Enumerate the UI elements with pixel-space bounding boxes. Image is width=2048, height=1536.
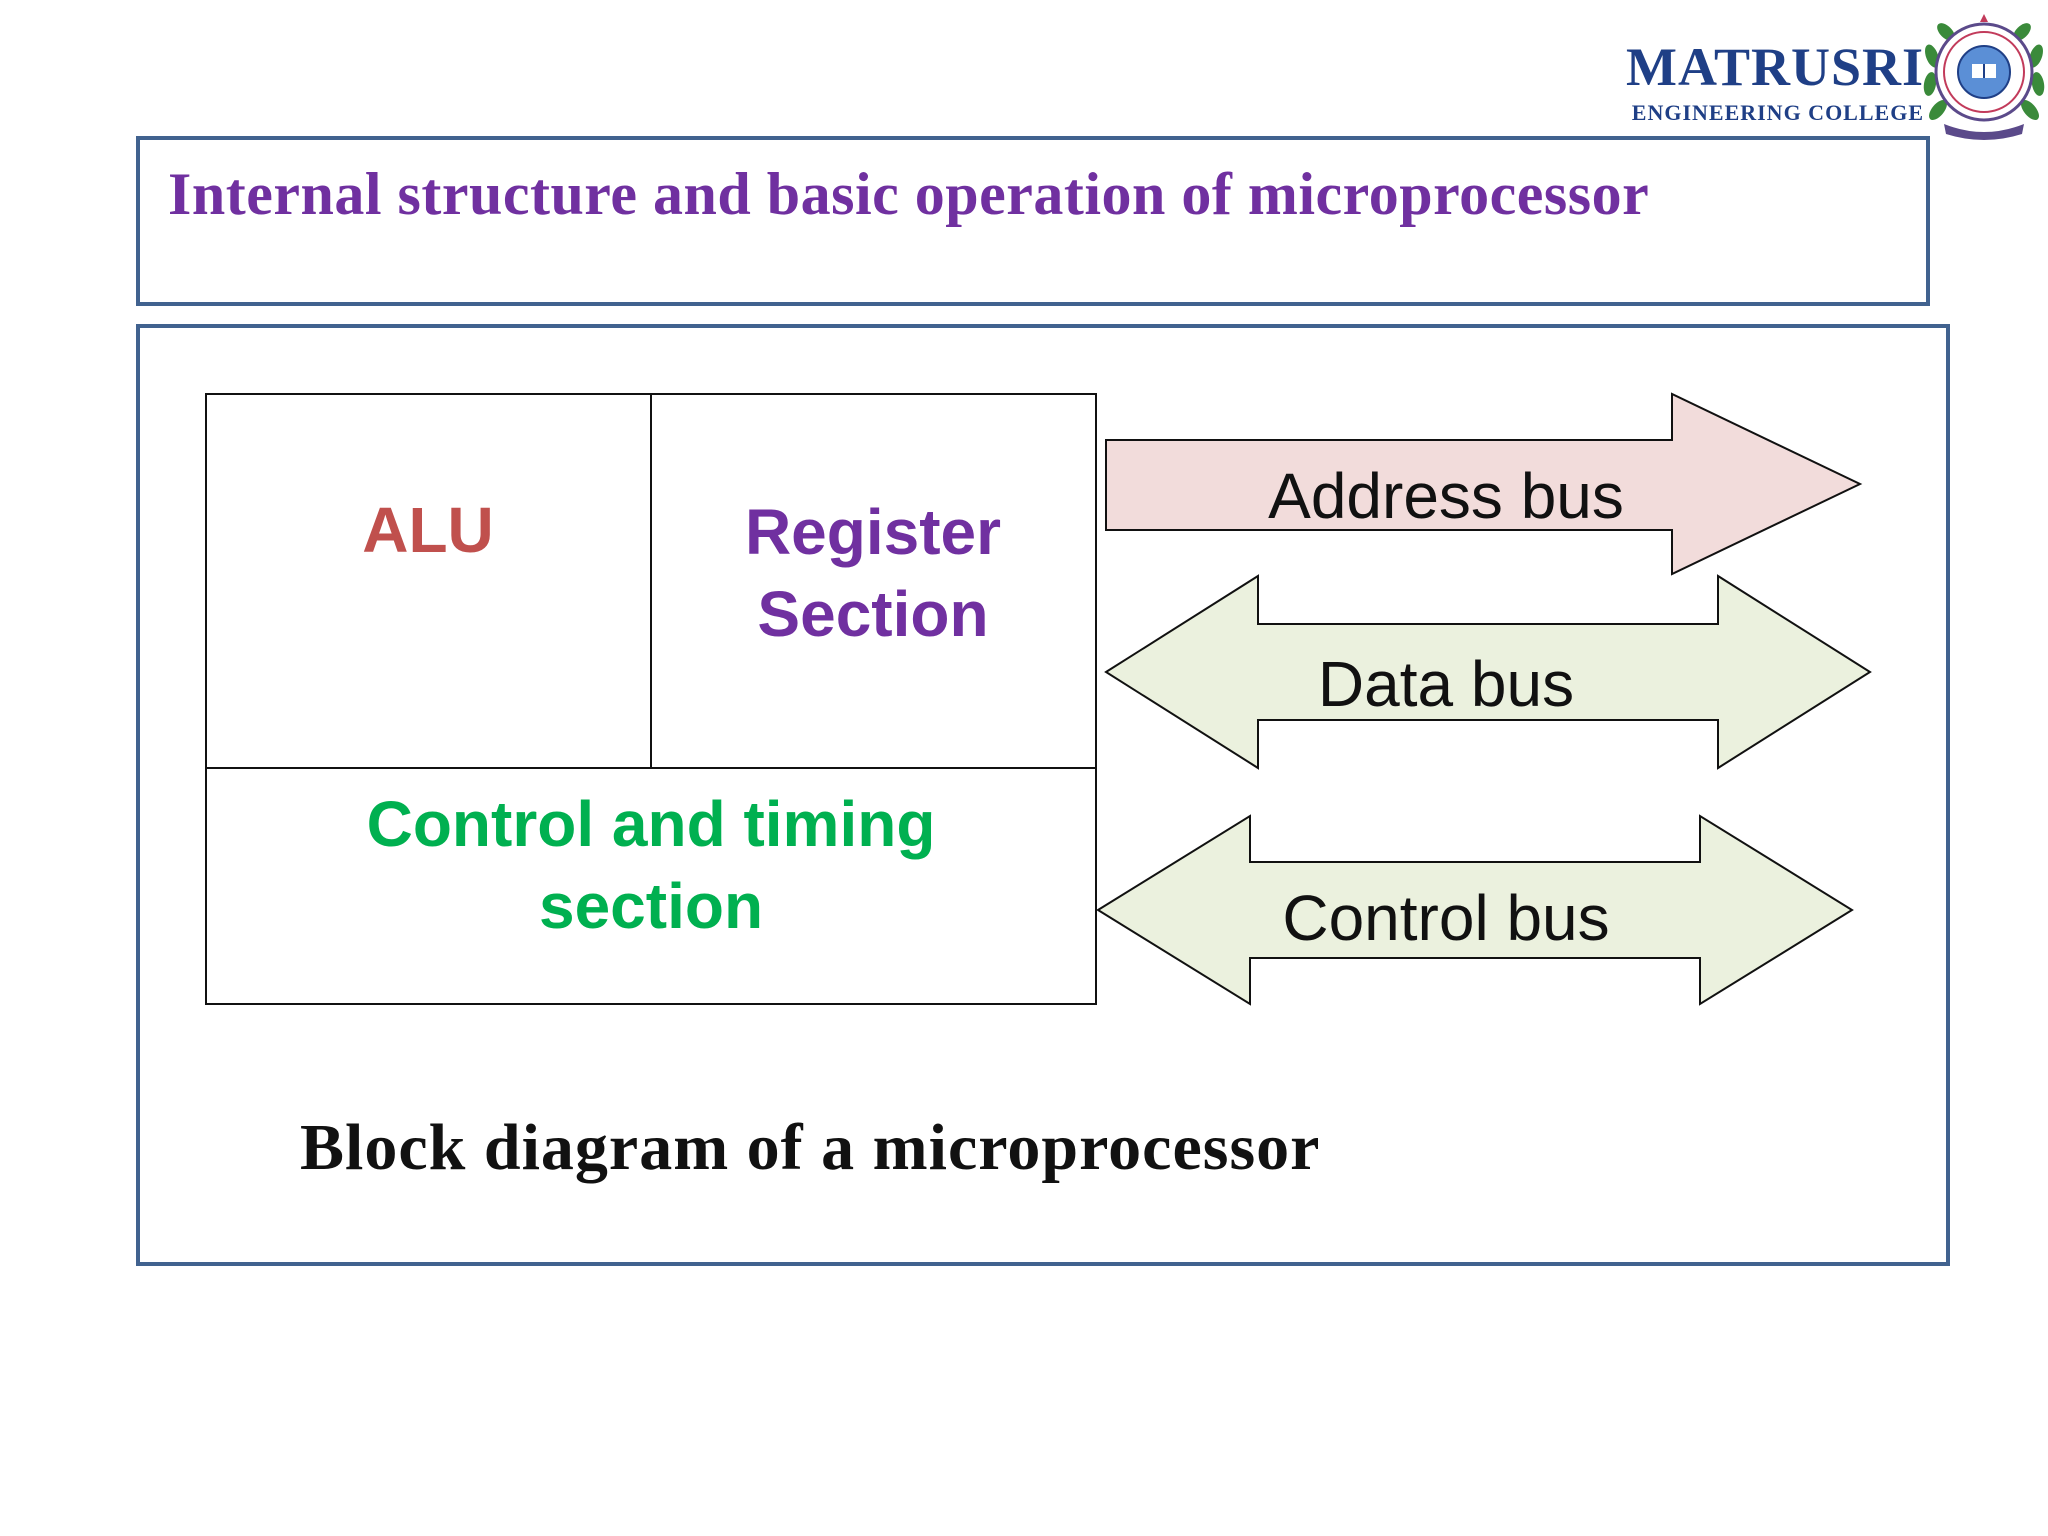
college-seal-icon <box>1923 14 2045 140</box>
alu-label: ALU <box>362 494 494 566</box>
college-logo: MATRUSRI ENGINEERING COLLEGE <box>1600 6 2048 146</box>
address-bus-arrow <box>1105 392 1863 576</box>
logo-name: MATRUSRI <box>1625 37 1924 97</box>
slide-title: Internal structure and basic operation o… <box>168 161 1650 227</box>
control-timing-label-line1: Control and timing <box>367 788 936 860</box>
diagram-caption: Block diagram of a microprocessor <box>300 1111 1321 1184</box>
data-bus-arrow <box>1104 574 1872 770</box>
data-bus-label: Data bus <box>1318 648 1574 720</box>
control-timing-label-line2: section <box>539 870 763 942</box>
title-box: Internal structure and basic operation o… <box>136 136 1930 306</box>
register-label-line1: Register <box>745 496 1001 568</box>
register-label-line2: Section <box>757 578 988 650</box>
control-bus-arrow <box>1096 814 1854 1006</box>
control-bus-label: Control bus <box>1282 882 1609 954</box>
address-bus-label: Address bus <box>1268 460 1624 532</box>
content-frame <box>136 324 1950 1266</box>
logo-subtitle: ENGINEERING COLLEGE <box>1631 100 1924 125</box>
